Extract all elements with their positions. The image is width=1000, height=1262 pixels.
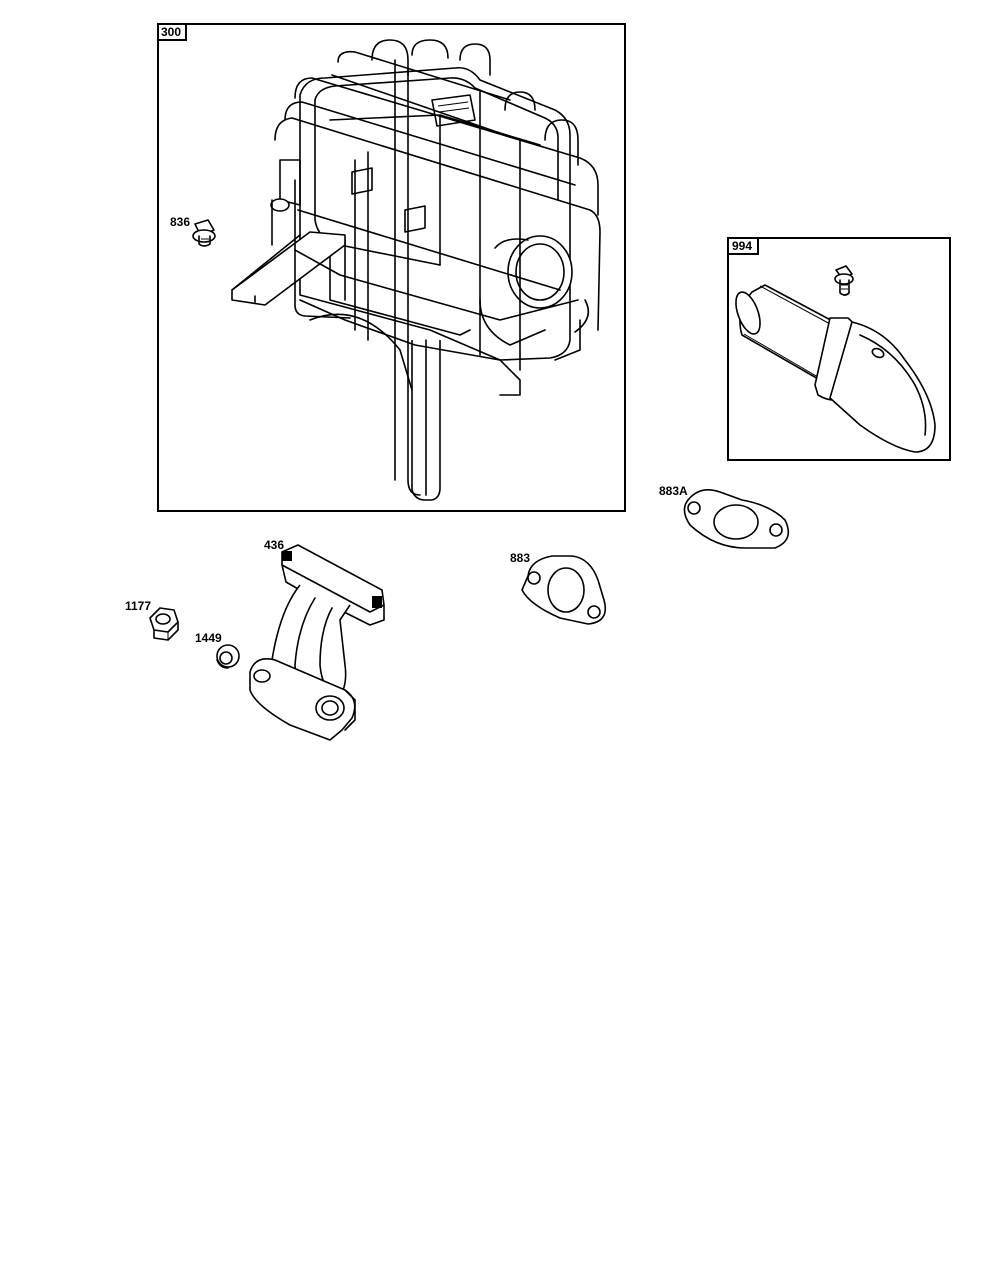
callout-836[interactable]: 836 [170,215,190,229]
washer-1449-drawing [216,644,240,669]
deflector-kit-box [727,237,951,461]
nut-1177-drawing [149,607,179,641]
muffler-assembly-box [157,23,626,512]
callout-300[interactable]: 300 [161,25,181,39]
callout-994[interactable]: 994 [732,239,752,253]
callout-1177[interactable]: 1177 [125,599,151,613]
gasket-883-drawing [521,555,607,625]
callout-1449[interactable]: 1449 [195,631,222,645]
callout-436[interactable]: 436 [264,538,284,552]
callout-883a[interactable]: 883A [659,484,688,498]
deflector-kit-tab [727,237,759,255]
callout-883[interactable]: 883 [510,551,530,565]
deflector-drawing [735,265,936,453]
muffler-assembly-tab [157,23,187,41]
gasket-883a-drawing [683,489,790,549]
muffler-guard-cage [271,39,601,496]
deflector-kit-group: 994 [727,237,951,461]
screw-836-drawing [192,219,216,247]
muffler-assembly-group: 300 [157,23,626,512]
manifold-436-drawing [249,544,385,741]
